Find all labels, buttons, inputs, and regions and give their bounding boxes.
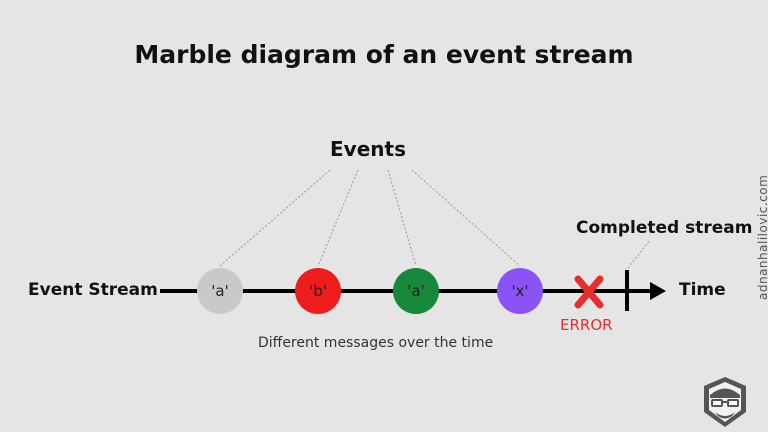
event-marble — [497, 268, 543, 314]
event-pointer-line — [411, 169, 521, 267]
error-label: ERROR — [560, 316, 613, 334]
marbles-group: 'a' 'b' 'a' 'x' — [197, 268, 543, 314]
watermark-text: adnanhalilovic.com — [756, 174, 768, 300]
error-x-icon — [574, 275, 604, 309]
event-marble-label: 'a' — [211, 282, 228, 300]
timeline-arrowhead — [650, 282, 666, 300]
event-pointer-line — [317, 169, 359, 267]
nerd-logo-icon — [704, 377, 746, 427]
time-label: Time — [679, 280, 726, 300]
caption: Different messages over the time — [258, 335, 494, 351]
event-marble — [197, 268, 243, 314]
completion-pointer-line — [627, 239, 651, 269]
events-label: Events — [330, 137, 406, 161]
diagram-title: Marble diagram of an event stream — [134, 40, 634, 69]
event-pointer-line — [219, 169, 331, 267]
event-stream-label: Event Stream — [28, 280, 158, 300]
completed-stream-label: Completed stream — [576, 218, 753, 238]
event-pointer-lines — [219, 169, 521, 267]
event-marble — [393, 268, 439, 314]
event-pointer-line — [387, 169, 417, 267]
event-marble — [295, 268, 341, 314]
event-marble-label: 'b' — [309, 282, 327, 300]
event-marble-label: 'x' — [511, 282, 528, 300]
event-marble-label: 'a' — [407, 282, 424, 300]
